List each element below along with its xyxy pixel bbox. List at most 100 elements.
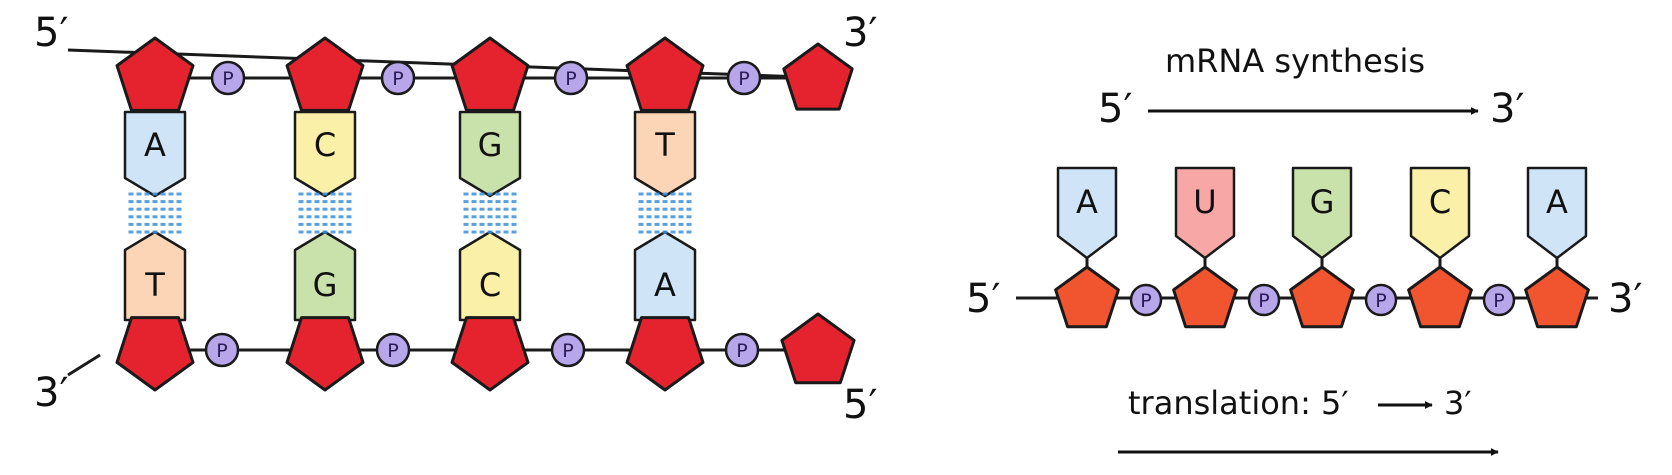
hydrogen-bond-dash (686, 230, 692, 234)
hydrogen-bond-dash (346, 207, 352, 211)
hydrogen-bond-dash (152, 207, 158, 211)
mrna-phosphate: P (1364, 283, 1398, 317)
base-shape (1409, 166, 1471, 260)
hydrogen-bond-dash (511, 200, 517, 204)
hydrogen-bond-dash (314, 192, 320, 196)
hydrogen-bond-dash (338, 200, 344, 204)
phosphate-label: P (1258, 290, 1269, 312)
hydrogen-bond-dash (168, 222, 174, 226)
hydrogen-bond-dash (330, 230, 336, 234)
phosphate-circle (724, 332, 760, 368)
hydrogen-bond-dash (646, 222, 652, 226)
dna-hydrogen-bonds (463, 192, 517, 234)
hydrogen-bond-dash (678, 207, 684, 211)
translation-to: 3′ (1444, 384, 1472, 422)
hydrogen-bond-dash (346, 222, 352, 226)
hydrogen-bond-dash (463, 207, 469, 211)
hydrogen-bond-dash (479, 192, 485, 196)
phosphate-circle (1247, 283, 1281, 317)
hydrogen-bond-dash (330, 200, 336, 204)
hydrogen-bond-dash (144, 192, 150, 196)
base-letter: G (1310, 183, 1335, 221)
hydrogen-bond-dash (298, 207, 304, 211)
hydrogen-bond-dash (346, 230, 352, 234)
hydrogen-bond-dash (168, 192, 174, 196)
base-letter: C (479, 266, 501, 304)
hydrogen-bond-dash (495, 222, 501, 226)
hydrogen-bond-dash (654, 215, 660, 219)
hydrogen-bond-dash (495, 200, 501, 204)
hydrogen-bond-dash (168, 200, 174, 204)
hydrogen-bond-dash (298, 200, 304, 204)
phosphate-circle (550, 332, 586, 368)
hydrogen-bond-dash (487, 222, 493, 226)
mrna-left-end: 5′ (966, 276, 1001, 322)
hydrogen-bond-dash (686, 222, 692, 226)
hydrogen-bond-dash (471, 192, 477, 196)
phosphate-circle (1482, 283, 1516, 317)
hydrogen-bond-dash (128, 230, 134, 234)
hydrogen-bond-dash (495, 207, 501, 211)
dna-bottom-phosphate: P (724, 332, 760, 368)
hydrogen-bond-dash (298, 192, 304, 196)
hydrogen-bond-dash (338, 192, 344, 196)
hydrogen-bond-dash (471, 215, 477, 219)
dna-bottom-left-end: 3′ (34, 370, 69, 416)
hydrogen-bond-dash (503, 230, 509, 234)
phosphate-label: P (736, 340, 747, 362)
hydrogen-bond-dash (686, 215, 692, 219)
hydrogen-bond-dash (479, 200, 485, 204)
dna-bottom-right-end: 5′ (843, 382, 878, 428)
hydrogen-bond-dash (136, 200, 142, 204)
base-letter: G (313, 266, 338, 304)
hydrogen-bond-dash (686, 200, 692, 204)
hydrogen-bond-dash (160, 215, 166, 219)
hydrogen-bond-dash (646, 207, 652, 211)
dna-top-base-G: G (458, 110, 522, 198)
hydrogen-bond-dash (662, 207, 668, 211)
hydrogen-bond-dash (322, 215, 328, 219)
hydrogen-bond-dash (654, 230, 660, 234)
hydrogen-bond-dash (503, 200, 509, 204)
hydrogen-bond-dash (128, 207, 134, 211)
hydrogen-bond-dash (662, 230, 668, 234)
hydrogen-bond-dash (176, 230, 182, 234)
hydrogen-bond-dash (136, 222, 142, 226)
base-shape (1174, 166, 1236, 260)
hydrogen-bond-dash (662, 200, 668, 204)
mrna-sugar (1407, 265, 1473, 329)
hydrogen-bond-dash (306, 192, 312, 196)
hydrogen-bond-dash (511, 207, 517, 211)
hydrogen-bond-dash (511, 230, 517, 234)
hydrogen-bond-dash (503, 222, 509, 226)
dna-top-end-sugar (782, 42, 854, 111)
mrna-base-G: G (1291, 166, 1353, 260)
dna-top-left-end: 5′ (34, 10, 69, 56)
hydrogen-bond-dash (511, 215, 517, 219)
hydrogen-bond-dash (463, 215, 469, 219)
hydrogen-bond-dash (152, 192, 158, 196)
hydrogen-bond-dash (511, 222, 517, 226)
hydrogen-bond-dash (176, 200, 182, 204)
hydrogen-bond-dash (338, 207, 344, 211)
mrna-phosphate: P (1482, 283, 1516, 317)
hydrogen-bond-dash (144, 200, 150, 204)
hydrogen-bond-dash (160, 230, 166, 234)
dna-bottom-base-G: G (293, 230, 357, 322)
hydrogen-bond-dash (160, 192, 166, 196)
mrna-synthesis-from: 5′ (1098, 86, 1133, 132)
hydrogen-bond-dash (168, 207, 174, 211)
hydrogen-bond-dash (346, 192, 352, 196)
hydrogen-bond-dash (152, 222, 158, 226)
hydrogen-bond-dash (646, 200, 652, 204)
hydrogen-bond-dash (511, 192, 517, 196)
hydrogen-bond-dash (495, 192, 501, 196)
phosphate-circle (375, 332, 411, 368)
base-letter: A (1546, 183, 1568, 221)
phosphate-label: P (565, 68, 576, 90)
hydrogen-bond-dash (487, 215, 493, 219)
